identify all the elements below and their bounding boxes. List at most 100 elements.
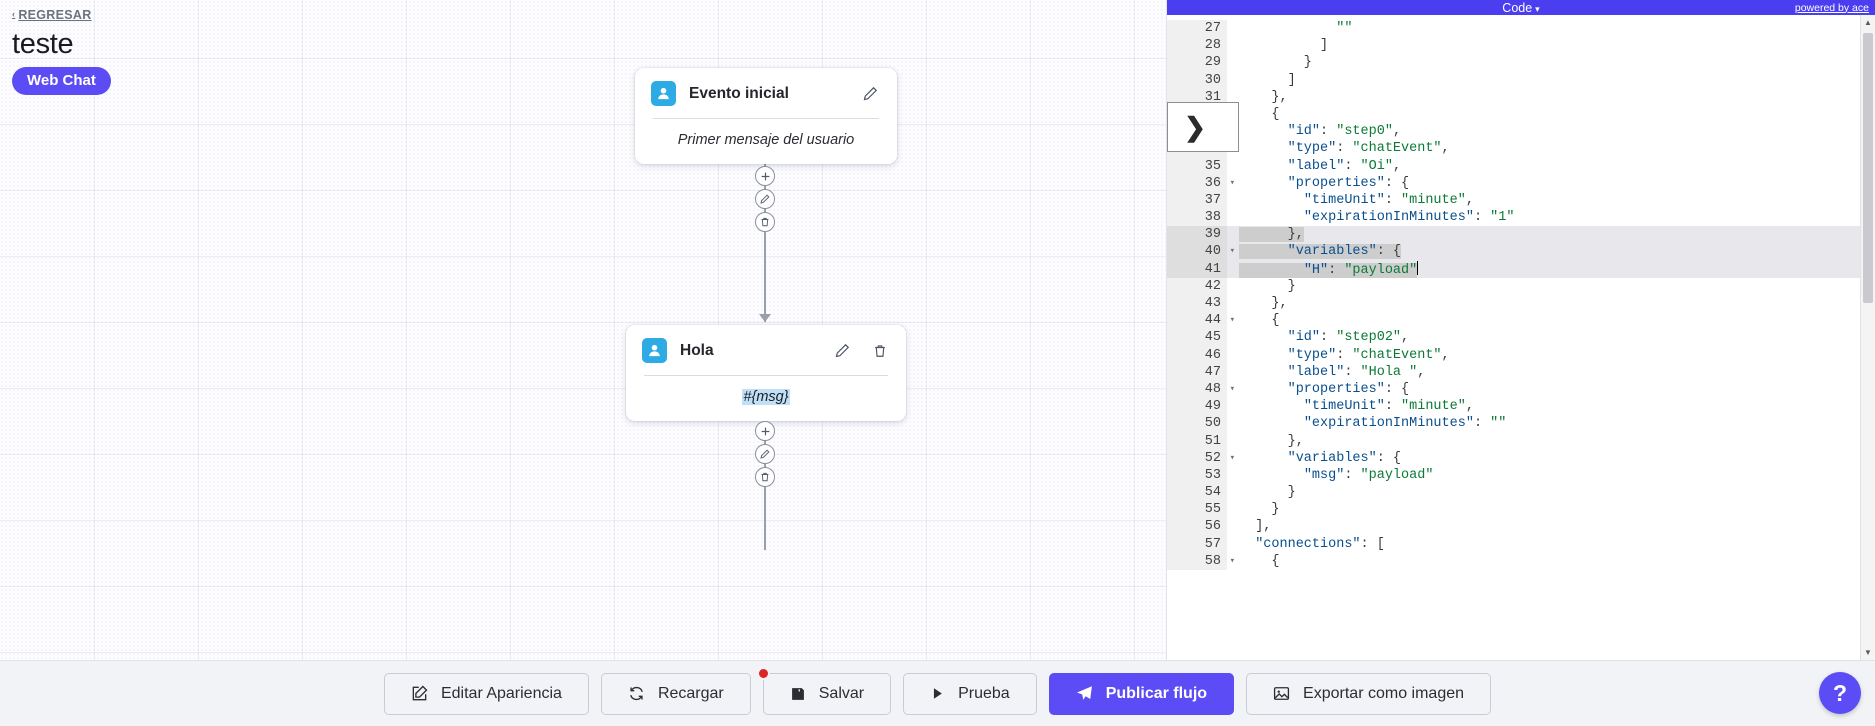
code-line[interactable]: 36▾ "properties": { (1167, 174, 1860, 192)
code-scrollbar[interactable]: ▲ ▼ (1860, 15, 1875, 660)
code-line[interactable]: 50 "expirationInMinutes": "" (1167, 415, 1860, 433)
code-line-text: "variables": { (1227, 243, 1860, 260)
code-line-text: } (1239, 485, 1296, 501)
code-line[interactable]: 45 "id": "step02", (1167, 329, 1860, 347)
fold-arrow-icon[interactable]: ▾ (1229, 555, 1235, 566)
node-title: Hola (680, 341, 714, 359)
toolbar-button-publicar-flujo[interactable]: Publicar flujo (1048, 672, 1235, 715)
code-line-text: } (1239, 278, 1296, 294)
fold-arrow-icon[interactable]: ▾ (1229, 383, 1235, 394)
code-line[interactable]: 48▾ "properties": { (1167, 380, 1860, 399)
code-line[interactable]: 52▾ "variables": { (1167, 449, 1860, 467)
code-line[interactable]: 31 }, (1167, 88, 1860, 106)
pencil-icon[interactable] (862, 85, 879, 102)
toolbar-button-exportar-como-imagen[interactable]: Exportar como imagen (1246, 672, 1492, 715)
node-hub-2 (755, 421, 775, 487)
scroll-up-icon[interactable]: ▲ (1864, 18, 1872, 27)
powered-by-ace-link[interactable]: powered by ace (1794, 1, 1869, 14)
delete-icon[interactable] (755, 212, 775, 232)
code-line[interactable]: 42 } (1167, 277, 1860, 295)
user-avatar-icon (642, 338, 667, 363)
node-variable-token: #{msg} (742, 389, 790, 405)
code-line-text: "id": "step02", (1287, 330, 1410, 346)
toolbar-button-label: Recargar (657, 684, 724, 702)
code-line[interactable]: 53 "msg": "payload" (1167, 466, 1860, 485)
edit-icon[interactable] (755, 189, 775, 209)
code-line-text: }, (1239, 296, 1288, 311)
flow-node-hola[interactable]: Hola #{msg} (626, 325, 906, 421)
code-line-text: { (1239, 106, 1280, 122)
toolbar-button-salvar[interactable]: Salvar (756, 666, 892, 715)
code-line[interactable]: 39 }, (1167, 226, 1860, 244)
code-line-text: ], (1239, 519, 1272, 535)
flow-header: ‹REGRESAR teste Web Chat (12, 4, 111, 95)
fold-toggle-overlay[interactable]: ❯ (1167, 102, 1239, 152)
scrollbar-thumb[interactable] (1863, 33, 1873, 303)
code-panel-title[interactable]: Code▾ (1502, 1, 1539, 15)
code-line[interactable]: 51 }, (1167, 432, 1860, 450)
line-number: 30 (1167, 71, 1227, 89)
code-line-text: } (1239, 502, 1280, 518)
scroll-down-icon[interactable]: ▼ (1864, 648, 1872, 657)
flow-node-evento-inicial[interactable]: Evento inicial Primer mensaje del usuari… (635, 68, 897, 164)
delete-icon[interactable] (755, 467, 775, 487)
code-line[interactable]: 28 ] (1167, 37, 1860, 55)
code-line[interactable]: 37 "timeUnit": "minute", (1167, 191, 1860, 210)
node-title: Evento inicial (689, 84, 789, 102)
line-number: 57 (1167, 535, 1227, 553)
trash-icon[interactable] (871, 342, 888, 359)
code-line[interactable]: 56 ], (1167, 518, 1860, 536)
code-line-text: }, (1239, 227, 1304, 243)
toolbar-button-label: Publicar flujo (1105, 684, 1208, 702)
flow-canvas[interactable]: ‹REGRESAR teste Web Chat Evento inicial (0, 0, 1166, 660)
code-editor[interactable]: 27 ""28 ]29 }30 ]31 },32▾ {33 "id": "ste… (1167, 15, 1860, 660)
line-number: 58▾ (1167, 552, 1235, 570)
code-line[interactable]: 30 ] (1167, 71, 1860, 89)
edge-node1-node2 (764, 160, 766, 322)
code-line[interactable]: 47 "label": "Hola ", (1167, 363, 1860, 381)
line-number: 56 (1167, 518, 1227, 536)
code-line-text: "msg": "payload" (1303, 467, 1434, 483)
code-line[interactable]: 55 } (1167, 501, 1860, 519)
back-link[interactable]: ‹REGRESAR (12, 8, 92, 22)
edit-icon[interactable] (755, 444, 775, 464)
add-icon[interactable] (755, 421, 775, 441)
line-number: 29 (1167, 54, 1227, 72)
code-line[interactable]: 54 } (1167, 484, 1860, 502)
code-line[interactable]: 34 "type": "chatEvent", (1167, 140, 1860, 158)
code-editor-viewport[interactable]: 27 ""28 ]29 }30 ]31 },32▾ {33 "id": "ste… (1167, 15, 1875, 660)
fold-arrow-icon[interactable]: ▾ (1229, 315, 1235, 326)
code-line[interactable]: 49 "timeUnit": "minute", (1167, 398, 1860, 416)
toolbar-button-label: Editar Apariencia (440, 684, 562, 702)
help-button[interactable]: ? (1819, 672, 1861, 714)
code-line[interactable]: 29 } (1167, 54, 1860, 72)
code-line[interactable]: 27 "" (1167, 20, 1860, 38)
fold-arrow-icon[interactable]: ▾ (1229, 452, 1235, 463)
pencil-icon[interactable] (834, 342, 851, 359)
code-line[interactable]: 40▾ "variables": { (1167, 243, 1860, 261)
fold-arrow-icon[interactable]: ▾ (1229, 246, 1235, 257)
line-number: 49 (1167, 398, 1227, 416)
code-line-text: ] (1239, 72, 1296, 88)
code-line[interactable]: 38 "expirationInMinutes": "1" (1167, 209, 1860, 227)
fold-arrow-icon[interactable]: ▾ (1229, 177, 1235, 188)
code-line[interactable]: 44▾ { (1167, 312, 1860, 330)
code-line[interactable]: 46 "type": "chatEvent", (1167, 346, 1860, 364)
chevron-down-icon: ▾ (1535, 3, 1540, 14)
add-icon[interactable] (755, 166, 775, 186)
code-line[interactable]: 35 "label": "Oi", (1167, 157, 1860, 175)
toolbar-button-editar-apariencia[interactable]: Editar Apariencia (383, 672, 589, 715)
toolbar-button-recargar[interactable]: Recargar (600, 672, 751, 715)
code-line[interactable]: 58▾ { (1167, 552, 1860, 570)
code-line-text: "label": "Oi", (1287, 158, 1402, 174)
code-line[interactable]: 43 }, (1167, 295, 1860, 313)
toolbar-button-prueba[interactable]: Prueba (903, 672, 1037, 715)
bottom-toolbar: Editar Apariencia Recargar Salvar Prueba Pub… (0, 660, 1875, 726)
user-avatar-icon (651, 81, 676, 106)
code-line[interactable]: 33 "id": "step0", (1167, 123, 1860, 141)
code-line[interactable]: 32▾ { (1167, 105, 1860, 124)
line-number: 42 (1167, 277, 1227, 295)
code-line[interactable]: 41 "H": "payload" (1167, 260, 1860, 278)
code-line[interactable]: 57 "connections": [ (1167, 535, 1860, 553)
